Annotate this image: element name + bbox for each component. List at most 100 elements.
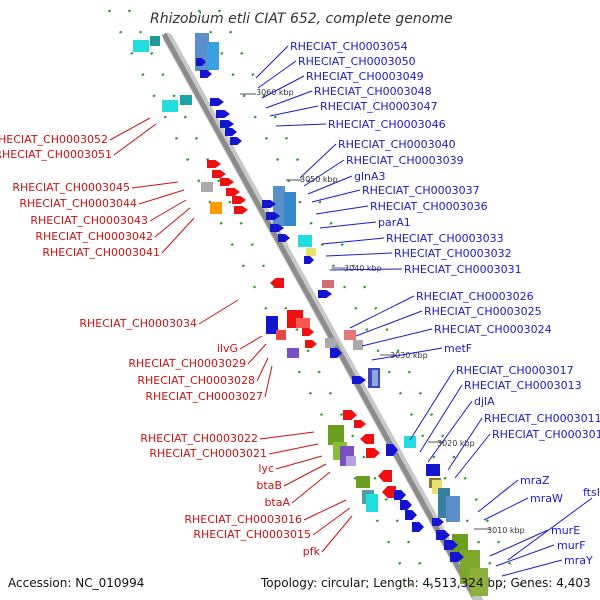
gene-arrow (405, 510, 417, 520)
gene-features (133, 33, 488, 596)
gene-label[interactable]: RHECIAT_CH0003013 (464, 379, 582, 392)
gene-label[interactable]: murF (557, 539, 586, 552)
leader-line (149, 199, 187, 222)
leader-line (161, 217, 195, 254)
gene-label[interactable]: RHECIAT_CH0003037 (362, 184, 480, 197)
gene-label[interactable]: RHECIAT_CH0003048 (314, 85, 432, 98)
gene-label[interactable]: RHECIAT_CH0003033 (386, 232, 504, 245)
leader-line (261, 75, 305, 99)
kbp-tick: 3020 kbp (437, 439, 475, 448)
gene-label[interactable]: RHECIAT_CH0003021 (149, 447, 267, 460)
gene-label[interactable]: RHECIAT_CH0003042 (35, 230, 153, 243)
gene-label[interactable]: RHECIAT_CH0003049 (306, 70, 424, 83)
leader-line (131, 181, 179, 189)
gene-arrow (220, 120, 234, 128)
leader-line (409, 369, 455, 441)
gene-label[interactable]: RHECIAT_CH0003015 (193, 528, 311, 541)
gene-label[interactable]: mraZ (520, 474, 550, 487)
gene-arrow (270, 278, 284, 288)
gene-arrow (216, 110, 230, 118)
gene-label[interactable]: parA1 (378, 216, 411, 229)
gene-label[interactable]: lyc (258, 462, 274, 475)
gene-block (426, 464, 440, 476)
leader-line (427, 400, 473, 463)
gene-label[interactable]: RHECIAT_CH0003032 (394, 247, 512, 260)
leader-line (268, 443, 319, 455)
gene-label[interactable]: ilvG (217, 342, 238, 355)
gene-label[interactable]: RHECIAT_CH0003011 (484, 412, 600, 425)
gene-label[interactable]: RHECIAT_CH0003044 (19, 197, 137, 210)
gene-arrow (278, 234, 290, 242)
gene-label[interactable]: RHECIAT_CH0003028 (137, 374, 255, 387)
leader-line (299, 143, 337, 179)
gene-label[interactable]: RHECIAT_CH0003016 (184, 513, 302, 526)
gene-label[interactable]: RHECIAT_CH0003025 (424, 305, 542, 318)
leader-line (265, 90, 313, 109)
leader-line (419, 384, 463, 453)
gene-label[interactable]: RHECIAT_CH0003047 (320, 100, 438, 113)
gene-label[interactable]: RHECIAT_CH0003052 (0, 133, 108, 146)
gene-label[interactable]: btaB (256, 479, 282, 492)
leader-line (312, 507, 351, 536)
leader-line (259, 431, 315, 440)
leader-line (303, 159, 345, 187)
gene-arrow (354, 420, 366, 428)
leader-line (489, 529, 549, 557)
accession-text: Accession: NC_010994 (8, 576, 144, 590)
gene-block (284, 192, 296, 226)
gene-label[interactable]: RHECIAT_CH0003026 (416, 290, 534, 303)
leader-line (321, 237, 385, 245)
gene-arrow (196, 58, 206, 66)
leader-line (275, 455, 323, 470)
gene-label[interactable]: RHECIAT_CH0003051 (0, 148, 112, 161)
gene-label[interactable]: RHECIAT_CH0003017 (456, 364, 574, 377)
gene-label[interactable]: RHECIAT_CH0003027 (145, 390, 263, 403)
gene-label[interactable]: btaA (264, 496, 290, 509)
gene-label[interactable]: RHECIAT_CH0003024 (434, 323, 552, 336)
leader-line (307, 175, 353, 195)
gene-label[interactable]: ftsI (583, 486, 600, 499)
gene-block (266, 316, 278, 334)
leader-line (239, 335, 263, 350)
gene-label[interactable]: RHECIAT_CH0003034 (79, 317, 197, 330)
genome-axis (161, 32, 483, 600)
leader-line (355, 310, 423, 337)
gene-label[interactable]: RHECIAT_CH0003043 (30, 214, 148, 227)
gene-label[interactable]: RHECIAT_CH0003029 (128, 357, 246, 370)
leader-line (319, 221, 377, 229)
gene-label[interactable]: pfk (303, 545, 321, 558)
gene-arrow (432, 518, 444, 526)
gene-arrow (394, 490, 406, 500)
gene-label[interactable]: RHECIAT_CH0003039 (346, 154, 464, 167)
gene-arrow (226, 188, 240, 196)
right-gene-labels: RHECIAT_CH0003054 RHECIAT_CH0003050 RHEC… (290, 40, 600, 567)
gene-label[interactable]: glnA3 (354, 170, 386, 183)
gene-block (287, 348, 299, 358)
gene-label[interactable]: RHECIAT_CH0003041 (42, 246, 160, 259)
gene-block (446, 496, 460, 522)
gene-label[interactable]: RHECIAT_CH0003010 (492, 428, 600, 441)
gene-label[interactable]: RHECIAT_CH0003022 (140, 432, 258, 445)
gene-label[interactable]: mraY (564, 554, 593, 567)
gene-label[interactable]: RHECIAT_CH0003040 (338, 138, 456, 151)
gene-arrow (266, 212, 280, 220)
gene-label[interactable]: mraW (530, 492, 563, 505)
gene-block (296, 318, 310, 328)
gene-label[interactable]: RHECIAT_CH0003031 (404, 263, 522, 276)
gene-label[interactable]: RHECIAT_CH0003036 (370, 200, 488, 213)
gene-label[interactable]: murE (551, 524, 580, 537)
gene-label[interactable]: djlA (474, 395, 495, 408)
gene-label[interactable]: RHECIAT_CH0003045 (12, 181, 130, 194)
page-title: Rhizobium etli CIAT 652, complete genome (150, 11, 453, 27)
gene-block (356, 476, 370, 488)
gene-block (210, 202, 222, 214)
gene-label[interactable]: RHECIAT_CH0003050 (298, 55, 416, 68)
leader-line (495, 544, 555, 567)
kbp-tick: 3060 kbp (256, 88, 294, 97)
gene-label[interactable]: RHECIAT_CH0003054 (290, 40, 408, 53)
gene-label[interactable]: RHECIAT_CH0003046 (328, 118, 446, 131)
leader-line (483, 497, 529, 521)
leader-line (361, 328, 433, 347)
gene-block (273, 186, 285, 226)
gene-label[interactable]: metF (444, 342, 472, 355)
